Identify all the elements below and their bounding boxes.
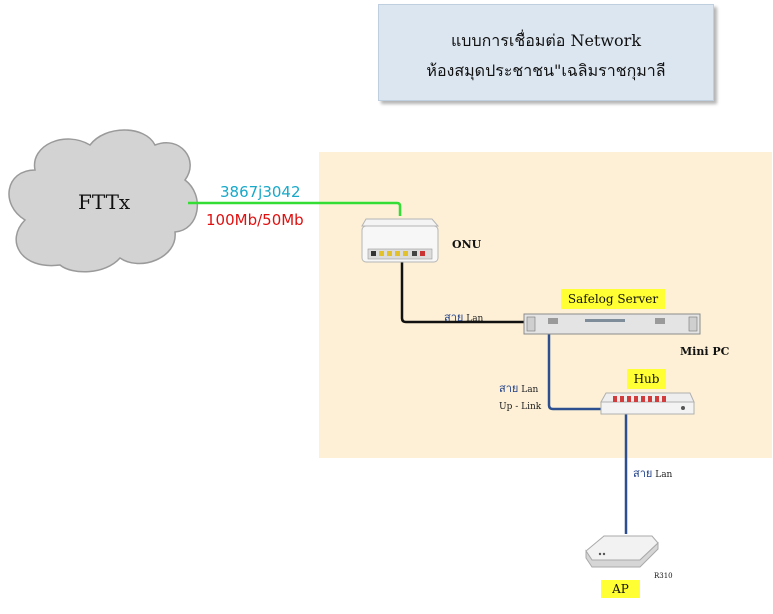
cable-label-thai: สาย [444,311,464,324]
cloud-label: FTTx [78,190,131,214]
cable-label-lan-1: สาย Lan [444,308,483,326]
cable-label-lan-3: สาย Lan [633,464,672,482]
circuit-id: 3867j3042 [220,183,301,201]
hub-device-icon [600,392,695,415]
cable-label-thai: สาย [499,382,519,395]
mini-pc-device-icon [523,313,701,335]
diagram-title: แบบการเชื่อมต่อ Network [450,31,642,50]
onu-label: ONU [452,238,482,251]
uplink-label: Up - Link [499,402,542,412]
link-speed: 100Mb/50Mb [206,211,304,229]
cable-label-thai: สาย [633,467,653,480]
cable-label-lan-2: สาย Lan [499,379,538,397]
cable-label-text: Lan [521,385,539,395]
hub-tag: Hub [627,369,666,389]
lan-cable-onu-server [400,262,525,324]
onu-device-icon [361,218,440,263]
lan-cable-server-hub [547,334,605,411]
access-point-icon [585,535,659,568]
safelog-server-tag: Safelog Server [561,289,665,309]
cable-label-text: Lan [655,470,673,480]
ap-model-label: R310 [654,572,673,580]
cloud-icon [8,129,199,273]
fiber-line [188,201,402,216]
ap-tag: AP [601,580,640,598]
diagram-subtitle: ห้องสมุดประชาชน"เฉลิมราชกุมาลี [426,61,666,80]
title-box: แบบการเชื่อมต่อ Network ห้องสมุดประชาชน"… [378,4,714,101]
mini-pc-label: Mini PC [680,345,730,358]
cable-label-text: Lan [466,314,484,324]
